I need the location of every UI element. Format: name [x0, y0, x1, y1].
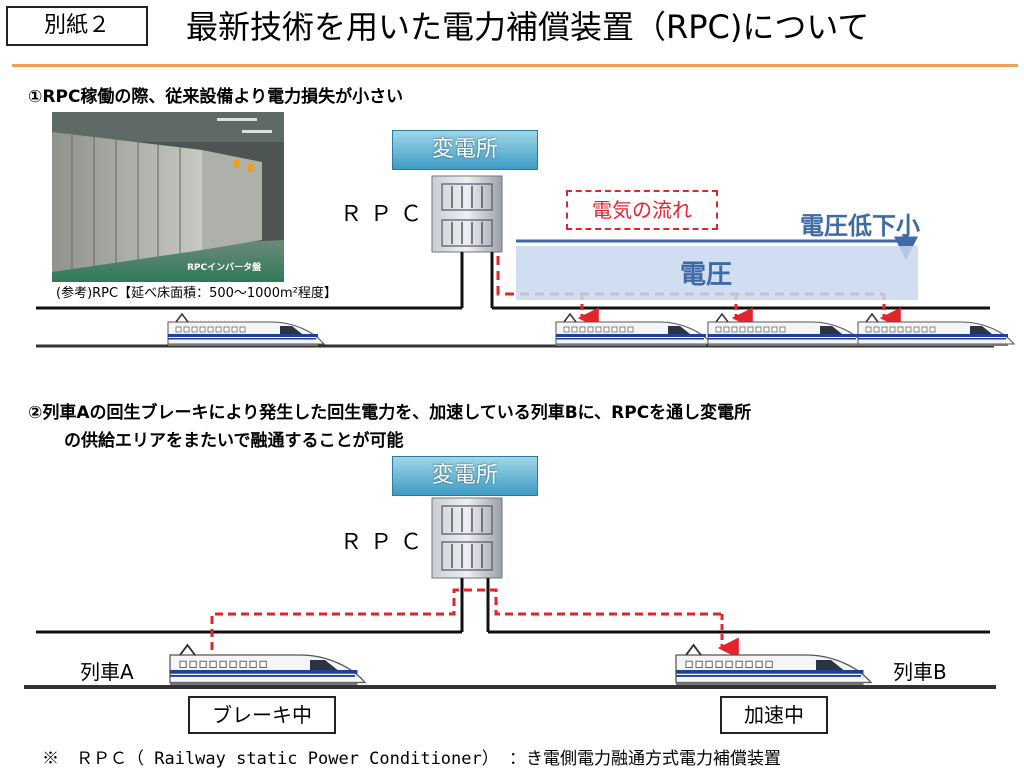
substation-box-2: 変電所	[392, 456, 538, 496]
train-b-label: 列車B	[893, 660, 947, 684]
substation-box-1: 変電所	[392, 130, 538, 170]
section2-heading-line2: の供給エリアをまたいで融通することが可能	[64, 431, 404, 451]
train-a-state: ブレーキ中	[188, 696, 336, 734]
voltage-band	[516, 246, 918, 300]
power-flow-legend: 電気の流れ	[566, 190, 718, 230]
train-b-state: 加速中	[720, 696, 828, 734]
title-underline	[12, 64, 1018, 67]
rpc-photo: RPCインバータ盤	[52, 112, 284, 282]
rpc-label-2: ＲＰＣ	[340, 530, 431, 555]
rpc-cabinet-2	[431, 497, 503, 579]
attachment-tag: 別紙２	[6, 6, 148, 46]
rpc-label-1: ＲＰＣ	[340, 202, 431, 227]
photo-label: RPCインバータ盤	[187, 261, 262, 273]
train-b	[675, 644, 872, 686]
section2-heading-line1: ②列車Aの回生ブレーキにより発生した回生電力を、加速している列車Bに、RPCを通…	[28, 403, 752, 423]
footnote: ※ ＲＰＣ（ Railway static Power Conditioner）…	[42, 749, 781, 769]
train-a-label: 列車A	[80, 660, 134, 684]
train-3	[707, 313, 865, 347]
train-1	[167, 313, 325, 347]
voltage-label: 電圧	[680, 260, 733, 290]
voltage-drop-label: 電圧低下小	[800, 212, 920, 240]
rpc-cabinet-1	[431, 175, 503, 253]
train-a	[169, 644, 366, 686]
photo-caption: (参考)RPC【延べ床面積：500～1000m²程度】	[56, 286, 337, 301]
page-title: 最新技術を用いた電力補償装置（RPC)について	[186, 8, 870, 46]
section1-heading: ①RPC稼働の際、従来設備より電力損失が小さい	[28, 87, 404, 107]
train-2	[555, 313, 713, 347]
train-4	[857, 313, 1015, 347]
